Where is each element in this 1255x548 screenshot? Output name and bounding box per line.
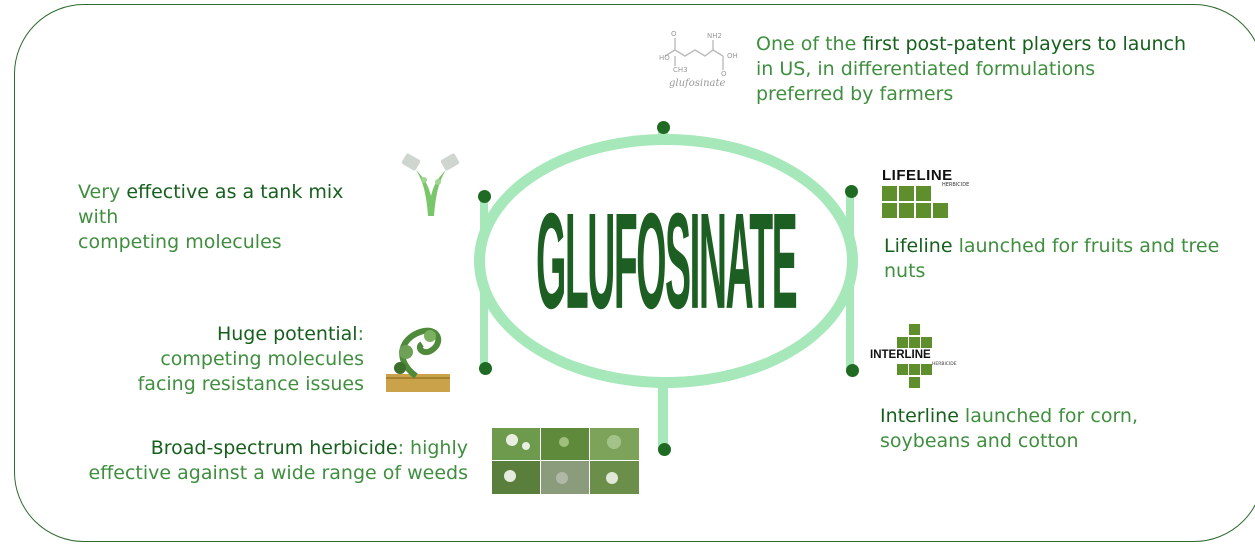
interline-sub: HERBICIDE [932,362,957,367]
svg-text:O: O [671,30,677,38]
node-top-text: One of the first post-patent players to … [756,32,1226,107]
dot-left-upper [478,190,491,203]
node-potential-text: Huge potential: competing molecules faci… [60,322,364,397]
node-lifeline-highlight: Lifeline [884,235,953,257]
node-top-line3: preferred by farmers [756,82,1226,107]
node-tank-line1a: Very [78,181,126,203]
node-interline-line1b: launched for corn, [959,405,1138,427]
central-title-text: GLUFOSINATE [536,181,796,340]
dot-left-lower [479,362,492,375]
node-potential-line3: facing resistance issues [60,372,364,397]
node-broad-line2: effective against a wide range of weeds [40,461,468,486]
node-interline-text: Interline launched for corn, soybeans an… [880,404,1230,454]
dot-bottom [658,443,671,456]
node-broad-line1b: : highly [398,437,468,459]
node-broad-text: Broad-spectrum herbicide: highly effecti… [40,436,468,486]
node-lifeline-line2: nuts [884,259,1234,284]
node-tank-line2: competing molecules [78,230,386,255]
node-lifeline-line1b: launched for fruits and tree [953,235,1220,257]
lifeline-wordmark: LIFELINE [882,168,992,183]
node-potential-highlight: Huge potential [217,323,358,345]
node-broad-highlight: Broad-spectrum herbicide [151,437,398,459]
dot-top [657,121,670,134]
svg-text:OH: OH [727,52,738,60]
svg-text:O: O [721,70,727,78]
node-tank-line1c: with [78,206,118,228]
node-top-line1a: One of the [756,33,862,55]
node-interline-highlight: Interline [880,405,959,427]
dot-right-lower [846,364,859,377]
weed-growth-icon [386,322,450,392]
node-tank-highlight: effective as a tank mix [126,181,343,203]
molecule-caption: glufosinate [669,78,726,89]
weed-grid-photo-icon [492,428,639,494]
svg-text:HO: HO [659,54,670,62]
node-lifeline-text: Lifeline launched for fruits and tree nu… [884,234,1234,284]
node-potential-line1b: : [358,323,364,345]
node-top-line2: in US, in differentiated formulations [756,57,1226,82]
dot-right-upper [845,185,858,198]
interline-logo: INTERLINE HERBICIDE [870,324,970,390]
svg-text:CH3: CH3 [673,66,688,74]
node-interline-line2: soybeans and cotton [880,429,1230,454]
node-top-highlight: first post-patent players to launch [862,33,1186,55]
interline-wordmark: INTERLINE [870,349,931,362]
lifeline-logo: LIFELINE HERBICIDE [882,168,992,222]
pouring-containers-icon [398,150,464,220]
chemical-structure-icon: O HO CH3 NH2 OH O glufosinate [655,26,745,92]
node-potential-line2: competing molecules [60,347,364,372]
svg-text:NH2: NH2 [707,32,722,40]
connector-bottom [658,382,668,450]
central-title: GLUFOSINATE [474,134,858,388]
node-tank-mix-text: Very effective as a tank mix with compet… [60,180,386,255]
